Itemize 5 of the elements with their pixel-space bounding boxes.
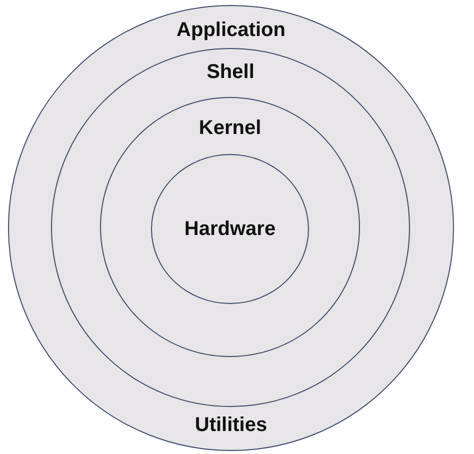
layer-label: Utilities	[194, 413, 268, 437]
layer-label: Shell	[206, 60, 254, 84]
layer-label: Kernel	[198, 116, 262, 140]
layer-label: Application	[176, 18, 286, 42]
layer-label: Hardware	[184, 216, 276, 240]
